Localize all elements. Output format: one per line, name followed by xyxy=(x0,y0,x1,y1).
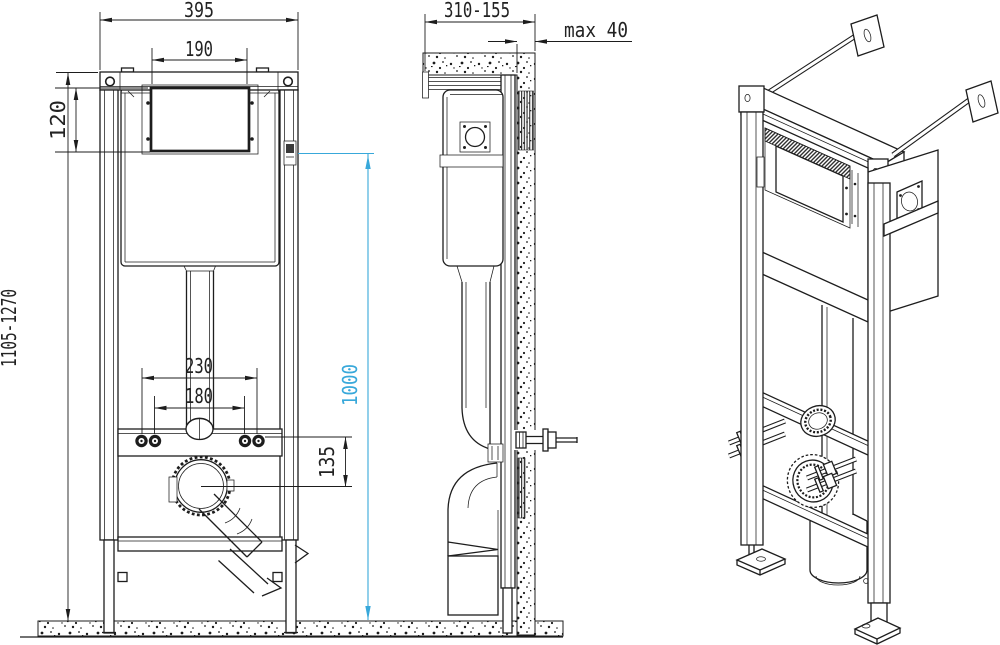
iso-left-post xyxy=(735,111,787,576)
flange-clip-left xyxy=(168,476,178,503)
dim-flush-plate-height: 120 xyxy=(46,87,150,153)
iso-corner-cap-left xyxy=(738,85,765,113)
side-cistern xyxy=(439,89,504,267)
dim-flush-line-height: 1000 xyxy=(298,152,374,620)
floor-section xyxy=(20,620,564,638)
iso-right-post xyxy=(853,182,902,645)
flow-direction-arrow-upper xyxy=(294,544,310,564)
flow-direction-arrow-lower xyxy=(261,577,283,597)
front-flush-pipe xyxy=(183,265,216,429)
iso-flush-recess-top xyxy=(764,127,851,180)
dim-bolt-spacing-inner: 180 xyxy=(154,384,245,434)
dim-label-outlet-offset: 135 xyxy=(315,446,339,478)
anchor-hole-right xyxy=(282,76,294,87)
dim-mounting-depth: 310-155 xyxy=(424,0,536,71)
flush-plate-opening xyxy=(141,84,259,155)
dim-label-front-width: 395 xyxy=(184,0,214,22)
side-frame-upright xyxy=(500,74,516,634)
dim-label-flush-plate-width: 190 xyxy=(185,37,213,61)
front-dimensions: 395 190 120 1105-1270 xyxy=(0,0,374,621)
dim-label-flush-plate-height: 120 xyxy=(46,100,70,140)
iso-fixing-rods-right xyxy=(806,456,857,494)
dim-frame-height: 1105-1270 xyxy=(0,72,98,621)
dim-label-mounting-depth: 310-155 xyxy=(444,0,510,22)
dim-outlet-offset: 135 xyxy=(265,436,352,487)
dim-flush-plate-width: 190 xyxy=(151,37,248,84)
dim-label-bolt-spacing-outer: 230 xyxy=(185,354,213,378)
side-waste-elbow xyxy=(447,462,499,616)
iso-waste-socket-upper xyxy=(800,404,836,438)
iso-wall-bracket-left xyxy=(764,14,885,97)
wall-covering-pan-zone xyxy=(517,457,526,519)
leg-lock-screw-right xyxy=(272,571,283,583)
side-dimensions: 310-155 max 40 xyxy=(424,0,632,73)
anchor-hole-left xyxy=(104,76,116,87)
iso-side-strap xyxy=(883,200,939,237)
water-inlet-elbow xyxy=(185,417,214,441)
dim-label-frame-height: 1105-1270 xyxy=(0,289,21,367)
waste-outlet-flange xyxy=(168,455,352,517)
side-flush-pipe xyxy=(456,265,504,463)
dim-bolt-spacing-outer: 230 xyxy=(141,354,258,434)
dim-label-flush-line-height: 1000 xyxy=(338,364,362,406)
iso-cistern-front xyxy=(761,118,869,324)
dim-label-bolt-spacing-inner: 180 xyxy=(185,384,213,408)
front-top-rail xyxy=(99,67,299,98)
side-fixing-bolt xyxy=(514,428,578,452)
dim-max-covering: max 40 xyxy=(488,18,632,73)
dim-label-max-covering: max 40 xyxy=(564,18,628,42)
iso-flush-recess-opening xyxy=(775,144,844,224)
isometric-view xyxy=(728,14,999,645)
front-uprights xyxy=(99,89,299,634)
side-mounting-strap xyxy=(439,154,504,168)
discharge-bend-pipe xyxy=(198,493,310,597)
brand-label xyxy=(283,140,297,166)
dim-front-width: 395 xyxy=(99,0,299,70)
flange-clip-right xyxy=(226,479,235,492)
side-wall-bracket xyxy=(422,71,501,99)
side-view xyxy=(422,52,578,636)
leg-lock-screw-left xyxy=(117,571,128,583)
iso-wall-bracket-right xyxy=(891,80,999,158)
front-view xyxy=(99,67,352,634)
pan-fixing-bolts xyxy=(135,434,265,448)
wall-covering-flush-zone xyxy=(518,90,534,151)
